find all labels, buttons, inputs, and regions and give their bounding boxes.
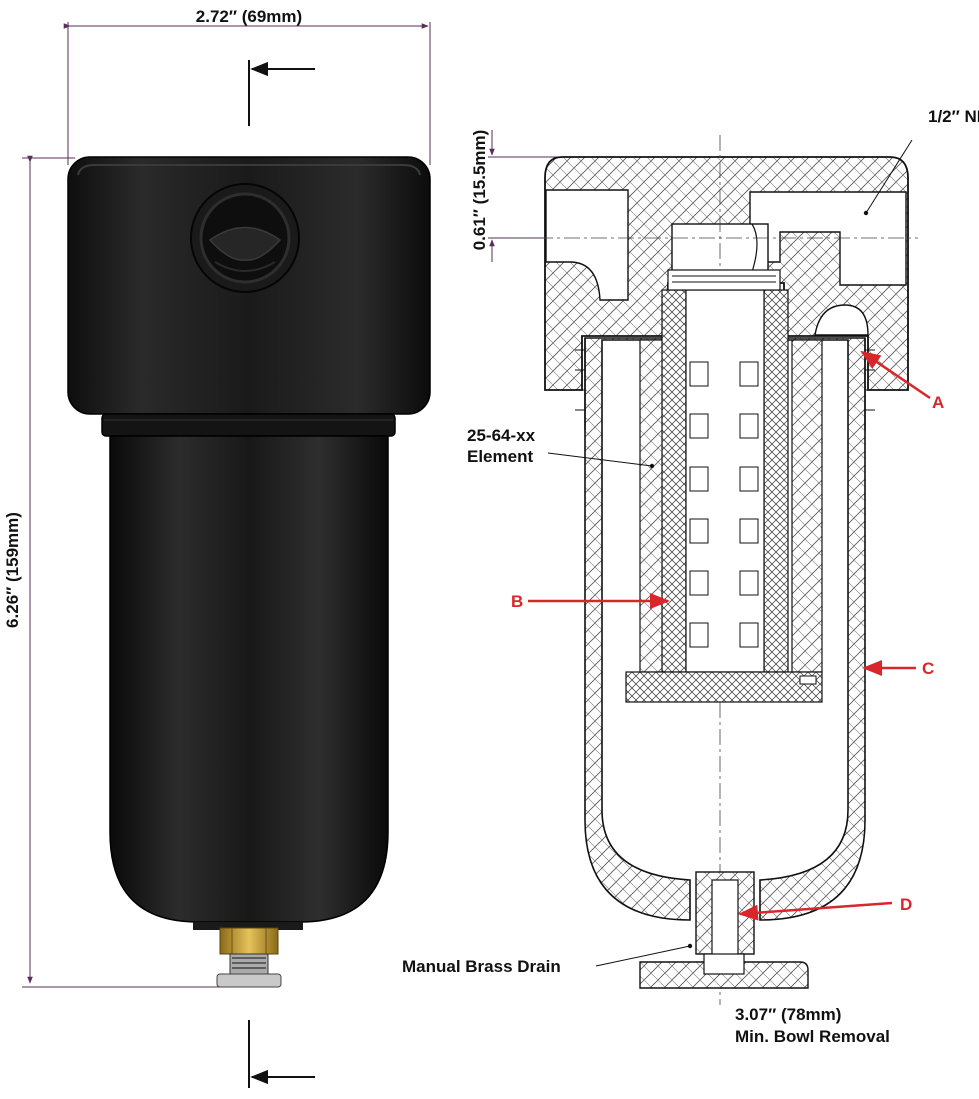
section-marker-top <box>248 60 315 126</box>
port-offset-dimension: 0.61″ (15.5mm) <box>470 130 560 262</box>
port-offset-label: 0.61″ (15.5mm) <box>470 130 489 251</box>
width-dimension-label: 2.72″ (69mm) <box>196 7 302 26</box>
filter-bowl <box>109 435 389 923</box>
callout-b-label: B <box>511 592 523 611</box>
callout-d: D <box>738 895 912 921</box>
callout-b: B <box>511 592 670 611</box>
drain-valve-exterior <box>193 922 303 988</box>
section-marker-bottom <box>248 1020 315 1088</box>
callout-a: A <box>860 350 944 412</box>
exterior-view: 2.72″ (69mm) 6.26″ (159mm) <box>3 7 431 1088</box>
bowl-collar <box>101 413 396 437</box>
element-label-line2: Element <box>467 447 533 466</box>
section-view: 0.61″ (15.5mm) <box>402 107 979 1046</box>
width-dimension: 2.72″ (69mm) <box>63 7 431 165</box>
callout-c-label: C <box>922 659 934 678</box>
filter-element <box>625 269 823 703</box>
bowl-removal-value: 3.07″ (78mm) <box>735 1005 841 1024</box>
bowl-section <box>584 337 866 921</box>
port-label: 1/2″ NPT <box>928 107 979 126</box>
callout-d-label: D <box>900 895 912 914</box>
element-windows <box>689 361 759 648</box>
height-dimension: 6.26″ (159mm) <box>3 155 230 988</box>
callout-c: C <box>862 659 934 678</box>
inlet-port <box>190 183 300 293</box>
bowl-removal-note: Min. Bowl Removal <box>735 1027 890 1046</box>
drain-label: Manual Brass Drain <box>402 957 561 976</box>
callout-a-label: A <box>932 393 944 412</box>
height-dimension-label: 6.26″ (159mm) <box>3 512 22 628</box>
element-label-line1: 25-64-xx <box>467 426 536 445</box>
